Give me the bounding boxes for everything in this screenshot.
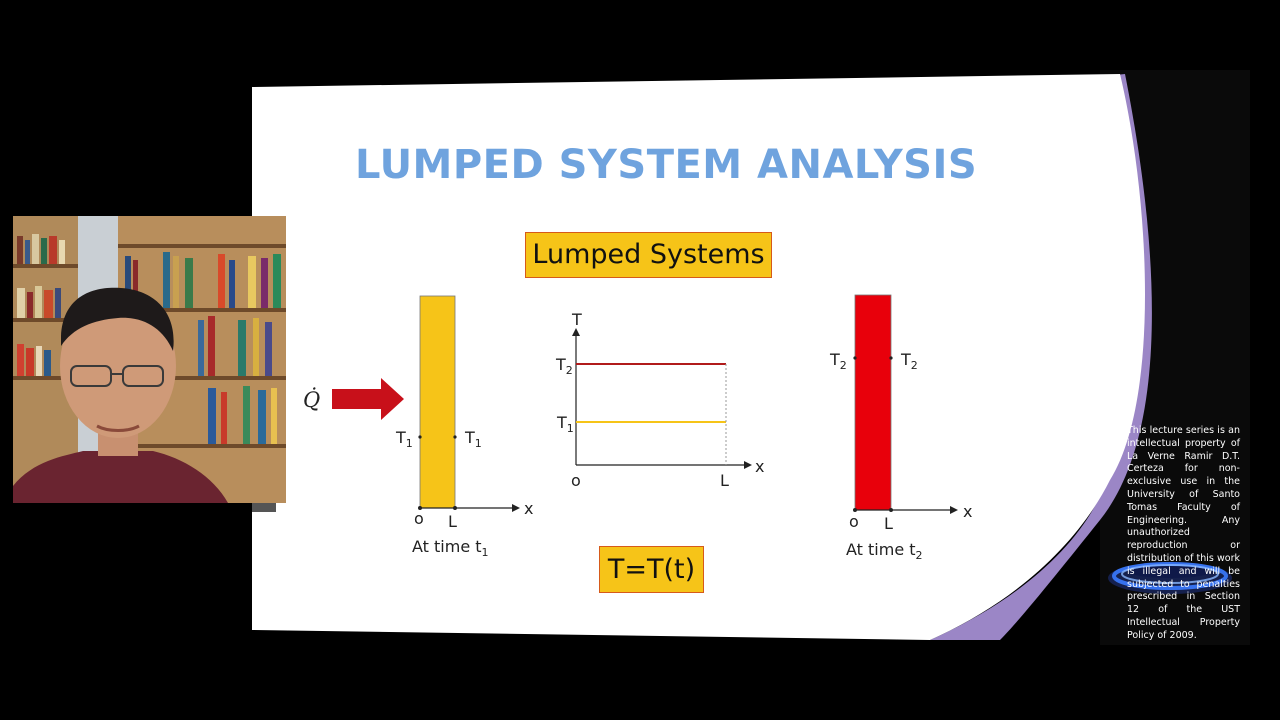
heat-arrow	[332, 378, 404, 420]
right-origin-label: o	[849, 512, 859, 531]
left-slab-temp-left: T1	[396, 428, 413, 451]
left-axis-label: x	[524, 499, 534, 518]
left-origin-label: o	[414, 509, 424, 528]
red-slab	[854, 294, 892, 511]
equation-box: T=T(t)	[599, 546, 704, 593]
temperature-graph	[572, 328, 752, 469]
graph-y-axis-label: T	[572, 310, 582, 329]
left-caption: At time t1	[412, 537, 489, 560]
right-axis-label: x	[963, 502, 973, 521]
slide-background	[252, 74, 1145, 640]
right-slab-temp-left: T2	[830, 350, 847, 373]
heat-rate-symbol: Q̇	[303, 388, 321, 412]
graph-x-axis-label: x	[755, 457, 765, 476]
left-slab-temp-right: T1	[465, 428, 482, 451]
left-length-label: L	[448, 512, 457, 531]
slide-title: LUMPED SYSTEM ANALYSIS	[355, 142, 978, 188]
right-length-label: L	[884, 514, 893, 533]
left-figure	[332, 295, 520, 512]
right-slab-temp-right: T2	[901, 350, 918, 373]
yellow-slab	[419, 295, 456, 509]
graph-t2-label: T2	[556, 355, 573, 378]
webcam-video	[13, 216, 286, 503]
graph-t1-label: T1	[557, 413, 574, 436]
copyright-notice: This lecture series is an intellectual p…	[1127, 425, 1240, 641]
gas-burner-image	[1108, 562, 1232, 594]
right-figure	[853, 294, 958, 514]
right-caption: At time t2	[846, 540, 923, 563]
lumped-systems-box: Lumped Systems	[525, 232, 772, 278]
webcam-tab	[252, 503, 276, 512]
graph-length-label: L	[720, 471, 729, 490]
graph-origin-label: o	[571, 471, 581, 490]
